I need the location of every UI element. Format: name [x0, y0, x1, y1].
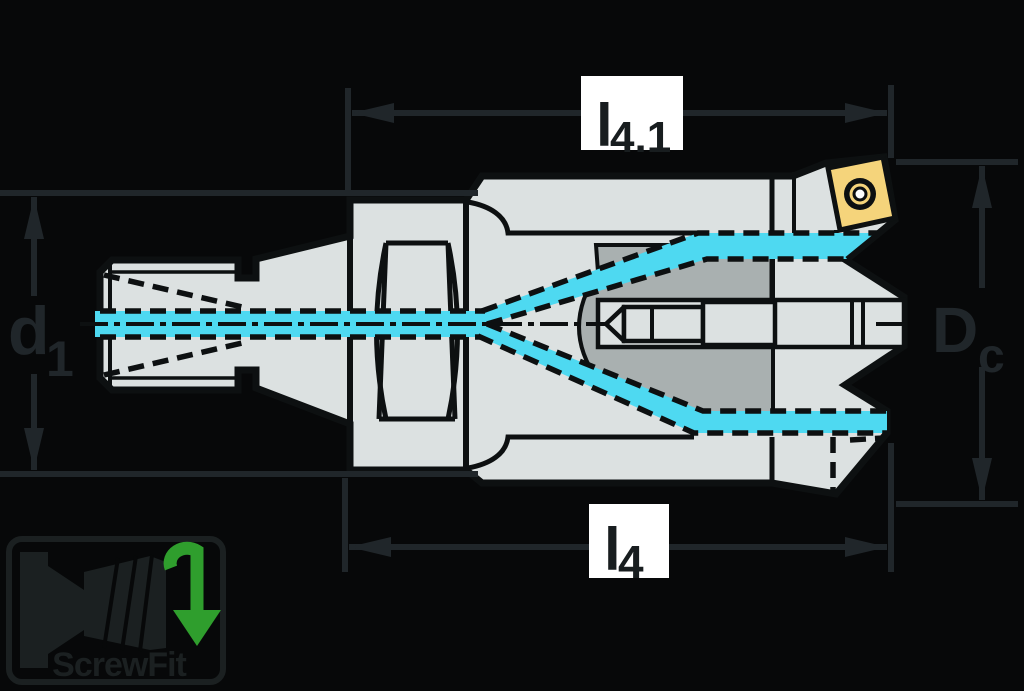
label-dc-sub: c [978, 330, 1005, 383]
dimension-dc: D c [896, 159, 1018, 507]
label-d1-main: d [8, 293, 50, 369]
label-l4-main: l [604, 516, 621, 583]
logo-text: ScrewFit [52, 646, 186, 684]
dimension-d1: d 1 [0, 190, 478, 477]
logo-tool-silhouette [20, 552, 166, 668]
label-dc-main: D [932, 294, 978, 366]
coolant-upper-branch [482, 233, 879, 324]
indexable-insert [825, 154, 898, 233]
body-contour-lines [347, 199, 700, 471]
coolant-main [95, 311, 490, 337]
label-box-l4 [589, 504, 669, 578]
logo-axial-arrow-icon [163, 541, 221, 646]
label-box-l41 [581, 76, 683, 150]
logo-border [6, 536, 226, 685]
dimension-l41: l 4.1 [345, 76, 894, 192]
screwfit-logo: ScrewFit [6, 536, 226, 685]
insert-screw-hole-center [855, 189, 865, 199]
label-d1-sub: 1 [46, 331, 74, 387]
label-l4-sub: 4 [618, 536, 644, 588]
head-face-lines [769, 172, 885, 491]
label-l41-sub: 4.1 [610, 113, 671, 162]
coolant-channel [80, 230, 903, 436]
dimension-l4: l 4 [342, 443, 894, 588]
clamping-screw [603, 299, 865, 348]
coolant-lower-branch [478, 324, 887, 433]
label-l41-main: l [596, 92, 613, 159]
